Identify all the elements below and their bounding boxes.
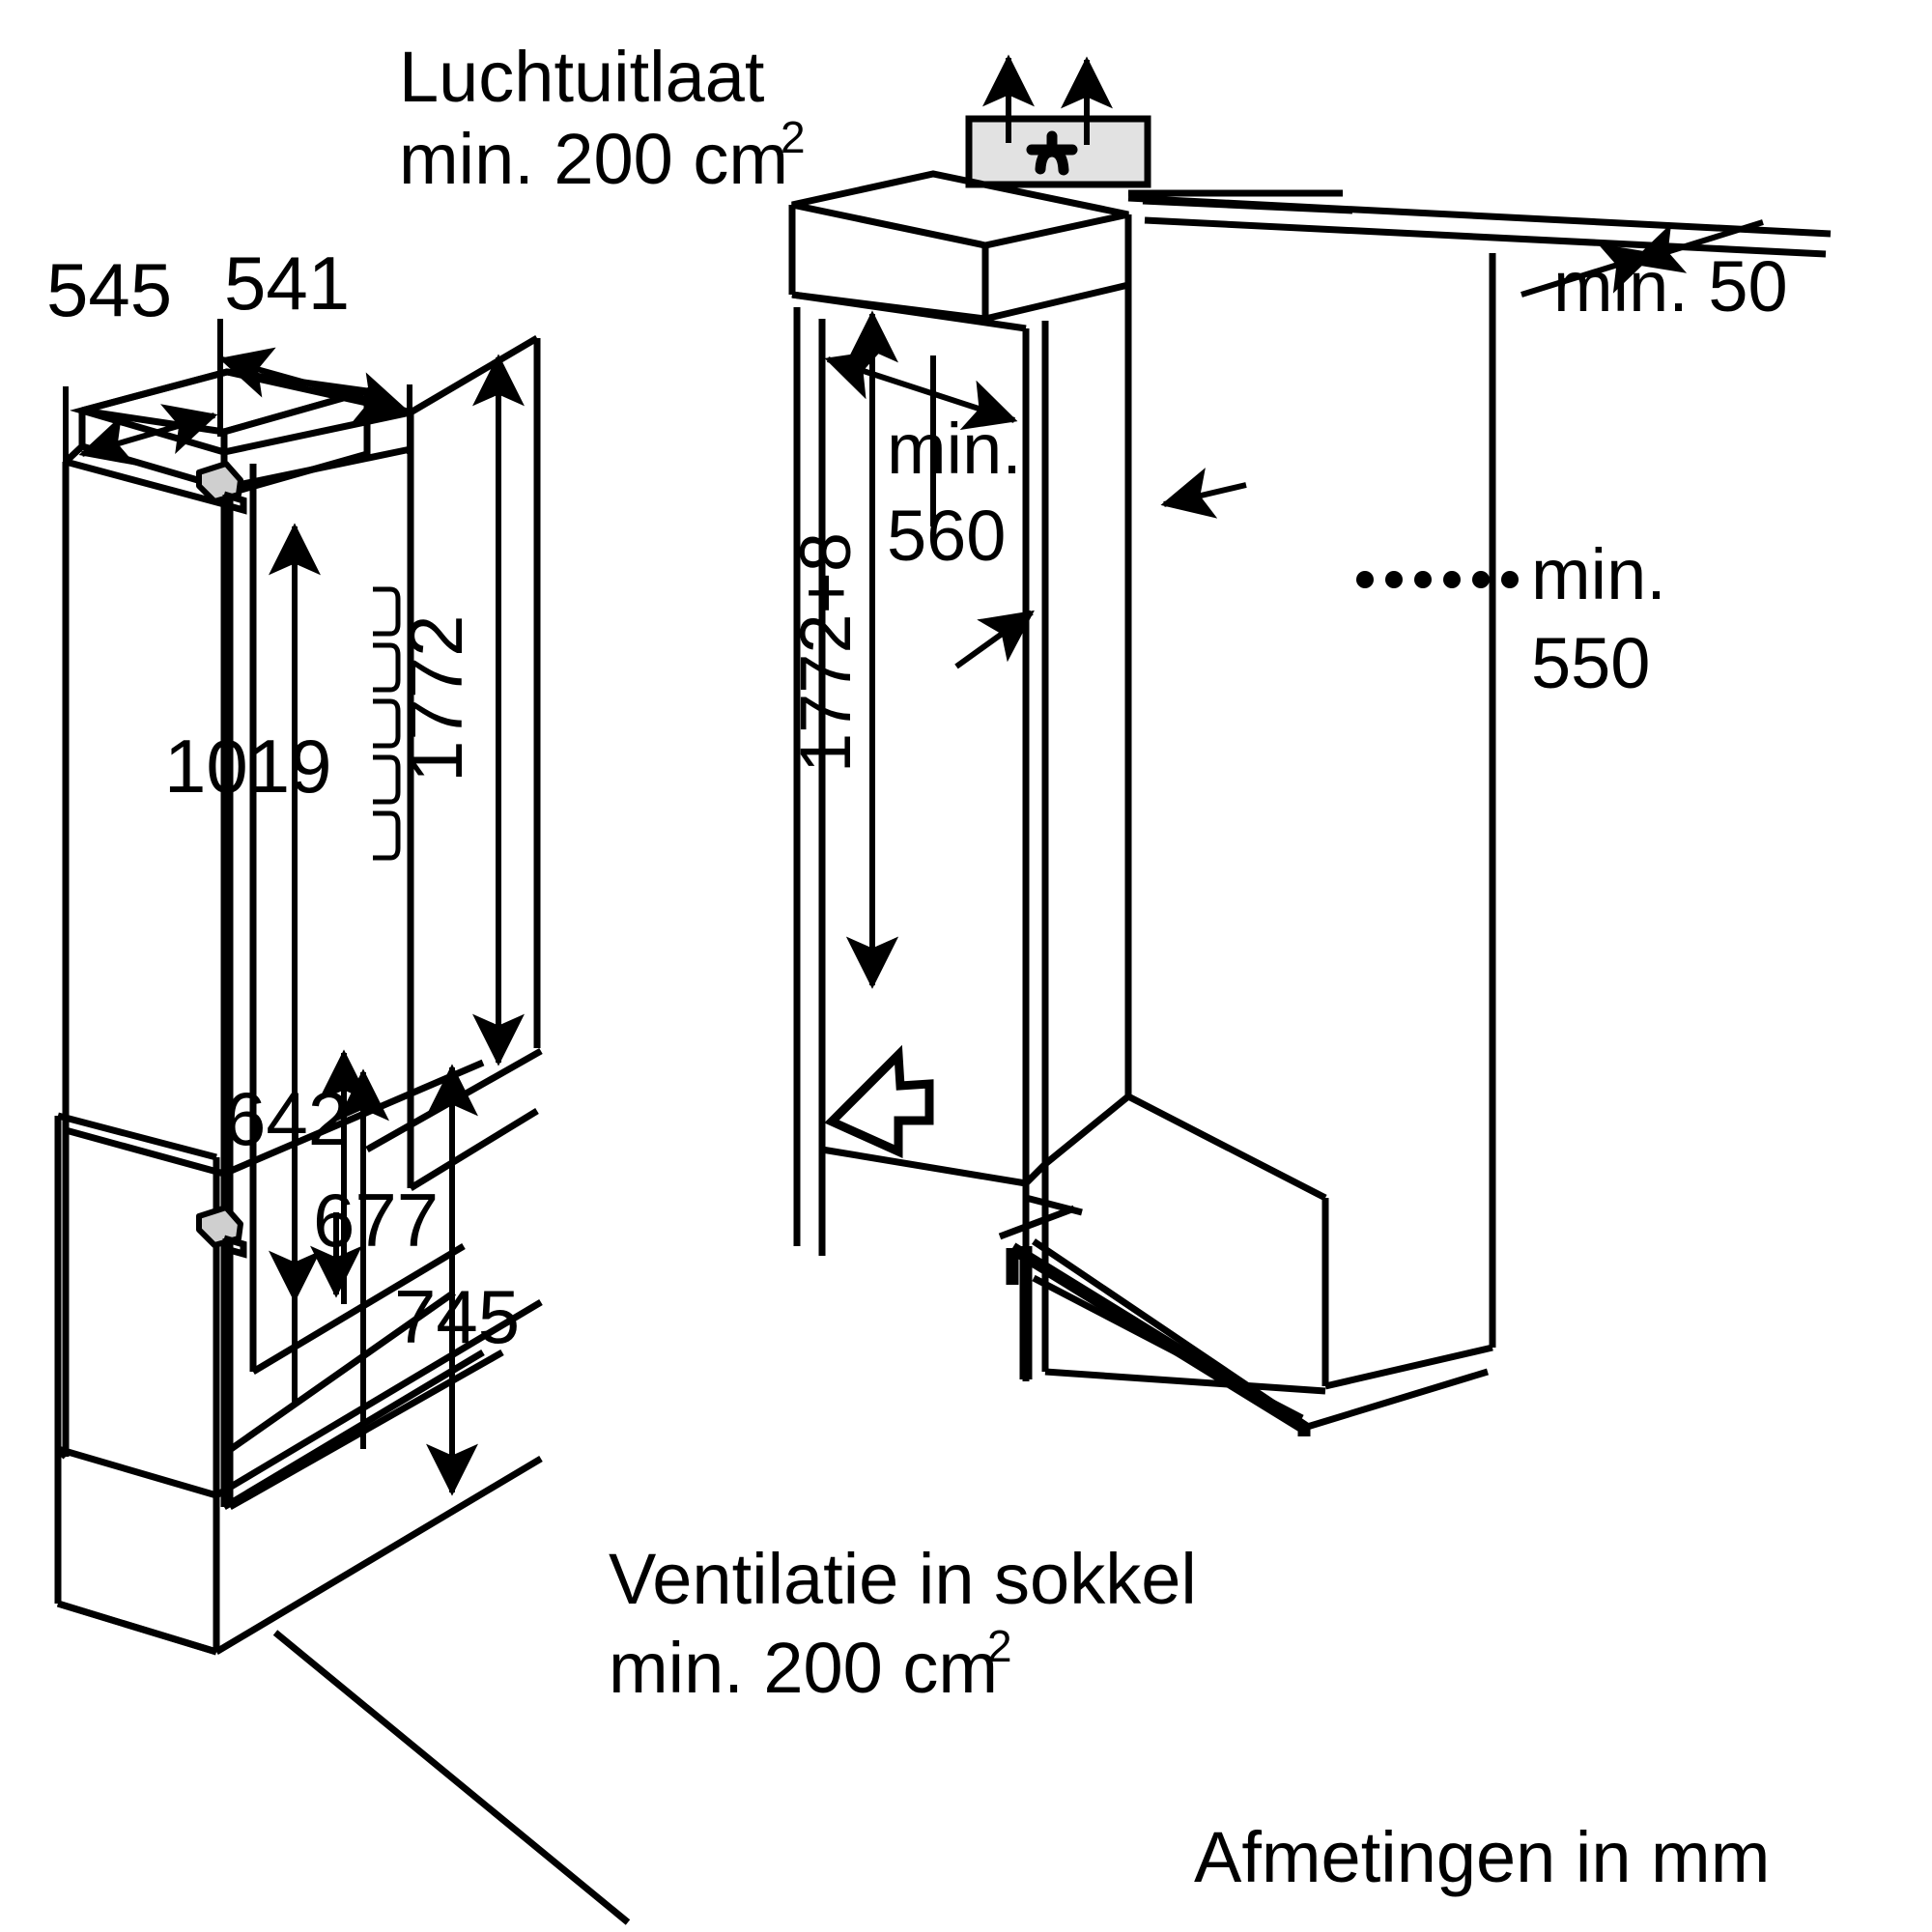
dimension-745-label: 745 bbox=[394, 1274, 520, 1359]
dimension-677-label: 677 bbox=[313, 1178, 439, 1263]
dimension-min-550-label-line1: min. bbox=[1531, 534, 1666, 614]
dimension-min-550: min. 550 bbox=[1160, 468, 1666, 703]
freezer-door-handle bbox=[196, 1205, 247, 1259]
perspective-depth-lines bbox=[56, 334, 631, 1925]
dimension-545-label: 545 bbox=[46, 247, 172, 332]
dimension-min-550-label-line2: 550 bbox=[1531, 623, 1650, 703]
dimension-min-50: min. 50 bbox=[1520, 219, 1788, 327]
niche-depth-leader bbox=[954, 610, 1035, 669]
dimension-min-560-label-line2: 560 bbox=[887, 496, 1006, 576]
dimension-541-label: 541 bbox=[224, 241, 350, 326]
dimension-niche-height-label: 1772+8 bbox=[785, 532, 866, 773]
door-shelf-notches bbox=[373, 586, 401, 861]
air-outlet-note-line2: min. 200 cm bbox=[399, 119, 788, 199]
dimension-745: 745 bbox=[394, 1064, 520, 1496]
dimension-1772-label: 1772 bbox=[393, 614, 478, 782]
dimension-1019-label: 1019 bbox=[164, 724, 332, 809]
plinth-ventilation-note-line2: min. 200 cm bbox=[609, 1628, 998, 1708]
dimension-1772: 1772 bbox=[393, 354, 525, 1066]
plinth-ventilation-note-line1: Ventilatie in sokkel bbox=[609, 1539, 1197, 1619]
air-outlet-note-superscript: 2 bbox=[781, 112, 806, 162]
dimension-642: 642 bbox=[224, 1005, 370, 1304]
air-outlet-note-line1: Luchtuitlaat bbox=[399, 37, 765, 117]
rear-wall-lines bbox=[1127, 189, 1832, 258]
niche-top-panel bbox=[788, 170, 1132, 332]
niche-walls bbox=[793, 253, 1496, 1395]
fridge-door-handle bbox=[196, 461, 247, 515]
air-intake-arrow-icon bbox=[824, 1044, 934, 1158]
dimension-niche-height: 1772+8 bbox=[785, 310, 898, 989]
air-outlet-note: Luchtuitlaat min. 200 cm 2 bbox=[399, 37, 806, 199]
niche-isometric-drawing: min. 50 bbox=[785, 54, 1832, 1436]
dimension-min-560: min. 560 bbox=[824, 349, 1022, 576]
plinth-ventilation-note: Ventilatie in sokkel min. 200 cm 2 bbox=[609, 1539, 1197, 1708]
dimension-min-50-label: min. 50 bbox=[1553, 246, 1788, 327]
dimension-642-label: 642 bbox=[224, 1076, 350, 1161]
appliance-isometric-drawing: 545 541 1019 1772 642 bbox=[46, 241, 631, 1925]
niche-plinth bbox=[998, 1194, 1490, 1436]
units-note: Afmetingen in mm bbox=[1194, 1817, 1770, 1897]
dimension-min-560-label-line1: min. bbox=[887, 409, 1022, 489]
plinth-ventilation-note-superscript: 2 bbox=[987, 1621, 1012, 1671]
vent-grille-panel bbox=[965, 115, 1151, 188]
dotted-leader bbox=[1356, 571, 1519, 588]
vent-grille-icon bbox=[1026, 130, 1078, 176]
air-outlet-vent-grille bbox=[965, 54, 1151, 188]
appliance-body bbox=[54, 443, 414, 1656]
dimension-541: 541 bbox=[218, 241, 412, 454]
dimension-545: 545 bbox=[46, 247, 223, 493]
